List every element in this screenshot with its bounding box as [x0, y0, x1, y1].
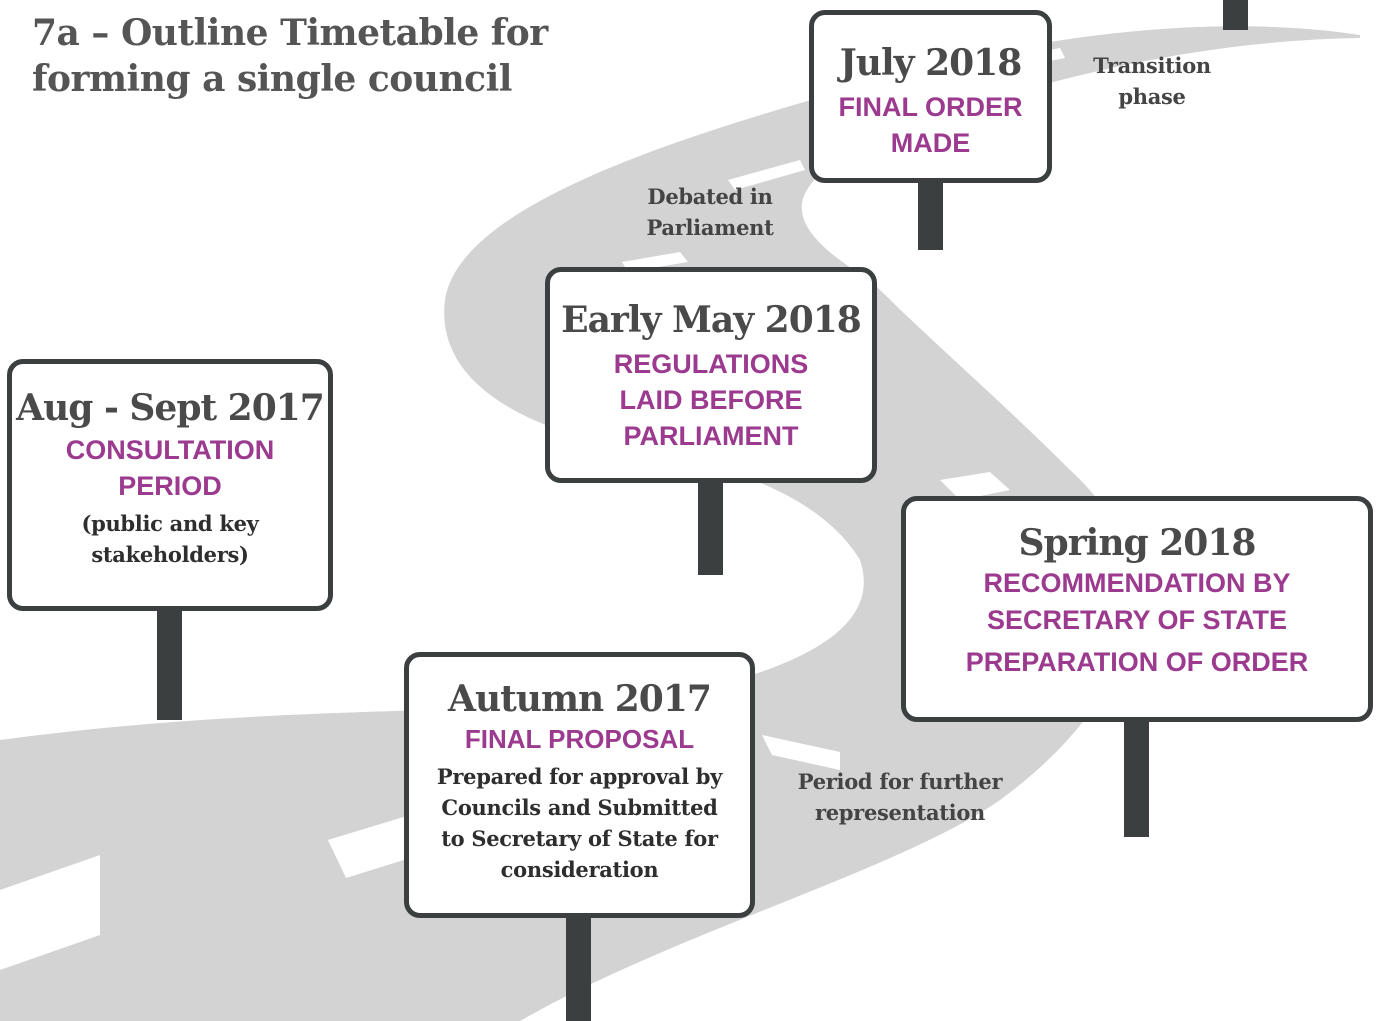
signpost-spring-2018: Spring 2018 RECOMMENDATION BY SECRETARY … [901, 496, 1373, 722]
stage-line: LAID BEFORE [619, 385, 803, 415]
stage-line: RECOMMENDATION BY [983, 568, 1291, 598]
road-dash [940, 472, 1010, 500]
note-line: Prepared for approval by [436, 764, 723, 789]
signpost-pole-aug-sept [157, 600, 182, 720]
sign-stage: RECOMMENDATION BY SECRETARY OF STATE PRE… [906, 565, 1368, 681]
stage-line: PARLIAMENT [623, 421, 799, 451]
label-debated-in-parliament: Debated in Parliament [620, 181, 800, 243]
sign-date: Autumn 2017 [448, 678, 712, 720]
signpost-pole-early-may [698, 478, 723, 575]
note-line: stakeholders) [91, 542, 249, 567]
label-line: Transition [1093, 53, 1211, 78]
sign-stage: CONSULTATION PERIOD [12, 432, 328, 504]
stage-line: SECRETARY OF STATE [986, 605, 1288, 635]
sign-date: Early May 2018 [561, 299, 862, 341]
label-transition-phase: Transition phase [1082, 50, 1222, 112]
sign-date: Aug - Sept 2017 [16, 387, 325, 429]
label-line: phase [1118, 84, 1186, 109]
sign-date: July 2018 [839, 42, 1023, 84]
label-line: representation [814, 800, 986, 825]
road-surface [0, 26, 1360, 1021]
title-line-2: forming a single council [32, 58, 512, 100]
sign-note: Prepared for approval by Councils and Su… [409, 761, 750, 885]
note-line: to Secretary of State for [441, 826, 718, 851]
offscreen-post [1223, 0, 1248, 30]
road-dash [0, 855, 100, 970]
note-line: consideration [500, 857, 659, 882]
road-markings [0, 48, 1065, 970]
road-dash [762, 735, 840, 770]
road-dash [328, 815, 410, 878]
label-further-representation: Period for further representation [785, 766, 1015, 828]
signpost-autumn-2017: Autumn 2017 FINAL PROPOSAL Prepared for … [404, 652, 755, 918]
signpost-pole-spring [1124, 712, 1149, 837]
sign-date: Spring 2018 [1018, 522, 1257, 564]
stage-line: PREPARATION OF ORDER [965, 647, 1309, 677]
signpost-pole-autumn [566, 910, 591, 1021]
title-line-1: 7a – Outline Timetable for [32, 12, 548, 54]
sign-stage: REGULATIONS LAID BEFORE PARLIAMENT [550, 346, 872, 454]
sign-note: (public and key stakeholders) [12, 508, 328, 570]
label-line: Parliament [646, 215, 774, 240]
page-title: 7a – Outline Timetable for forming a sin… [32, 10, 552, 102]
signpost-early-may-2018: Early May 2018 REGULATIONS LAID BEFORE P… [545, 267, 877, 483]
stage-line: MADE [890, 128, 971, 158]
sign-stage: FINAL PROPOSAL [409, 721, 750, 757]
stage-line: PERIOD [118, 471, 222, 501]
note-line: Councils and Submitted [441, 795, 718, 820]
signpost-aug-sept-2017: Aug - Sept 2017 CONSULTATION PERIOD (pub… [7, 359, 333, 611]
road-dash [728, 160, 805, 190]
sign-stage: FINAL ORDER MADE [814, 89, 1047, 161]
stage-line: FINAL ORDER [838, 92, 1023, 122]
stage-line: CONSULTATION [65, 435, 275, 465]
signpost-pole-july [918, 178, 943, 250]
label-line: Period for further [797, 769, 1003, 794]
stage-line: FINAL PROPOSAL [464, 724, 695, 754]
label-line: Debated in [647, 184, 773, 209]
stage-line: REGULATIONS [613, 349, 809, 379]
signpost-july-2018: July 2018 FINAL ORDER MADE [809, 10, 1052, 183]
note-line: (public and key [81, 511, 259, 536]
